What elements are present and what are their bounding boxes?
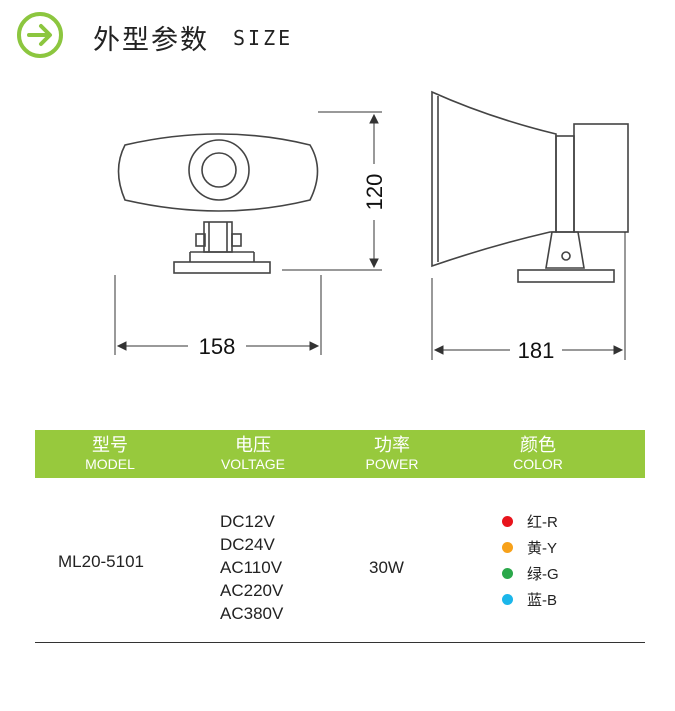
section-title-en: SIZE (233, 26, 294, 50)
side-view-housing (573, 123, 629, 233)
side-view-driver (555, 135, 575, 233)
front-view-base (173, 261, 271, 274)
front-view-outer-ring (188, 139, 250, 201)
color-option-blue: 蓝-B (502, 586, 559, 612)
column-model: 型号 MODEL (35, 434, 185, 472)
dimension-width-label: 158 (199, 334, 236, 359)
column-model-en: MODEL (85, 456, 135, 472)
column-model-cn: 型号 (92, 435, 128, 455)
yellow-dot-icon (502, 541, 513, 553)
front-view-body (117, 133, 319, 212)
voltage-list: DC12V DC24V AC110V AC220V AC380V (220, 510, 283, 625)
voltage-item: AC220V (220, 581, 284, 600)
color-label: 红-R (527, 513, 558, 531)
table-bottom-divider (35, 642, 645, 643)
section-title-cn: 外型参数 (93, 25, 209, 55)
arrow-right-circle-icon (17, 12, 63, 58)
voltage-item: DC12V (220, 512, 275, 531)
side-view-bracket (545, 231, 585, 269)
column-voltage: 电压 VOLTAGE (178, 434, 328, 472)
section-header: 外型参数 SIZE (15, 10, 655, 60)
column-color-cn: 颜色 (520, 435, 556, 455)
column-voltage-cn: 电压 (235, 435, 271, 455)
front-view-inner-ring (201, 152, 237, 188)
spec-table-header: 型号 MODEL 电压 VOLTAGE 功率 POWER 颜色 COLOR (35, 430, 645, 478)
color-option-yellow: 黄-Y (502, 534, 559, 560)
color-option-red: 红-R (502, 508, 559, 534)
column-color: 颜色 COLOR (463, 434, 613, 472)
side-view-base (517, 269, 615, 283)
color-label: 绿-G (527, 565, 559, 583)
column-power-en: POWER (365, 456, 419, 472)
power-value: 30W (369, 558, 404, 577)
color-label: 蓝-B (527, 591, 558, 609)
model-value: ML20-5101 (58, 552, 145, 571)
voltage-item: AC110V (220, 558, 283, 577)
voltage-item: DC24V (220, 535, 275, 554)
dimension-depth-label: 181 (518, 338, 555, 363)
voltage-item: AC380V (220, 604, 284, 623)
dimension-height-label: 120 (362, 174, 387, 211)
column-power-cn: 功率 (374, 435, 410, 455)
column-voltage-en: VOLTAGE (220, 456, 286, 472)
red-dot-icon (502, 515, 513, 527)
color-list: 红-R 黄-Y 绿-G 蓝-B (502, 508, 559, 612)
column-power: 功率 POWER (317, 434, 467, 472)
green-dot-icon (502, 567, 513, 579)
blue-dot-icon (502, 593, 513, 605)
column-color-en: COLOR (513, 456, 563, 472)
color-option-green: 绿-G (502, 560, 559, 586)
color-label: 黄-Y (527, 539, 558, 557)
side-view-horn (431, 90, 557, 268)
dimension-drawing: 158 120 181 (114, 90, 629, 363)
